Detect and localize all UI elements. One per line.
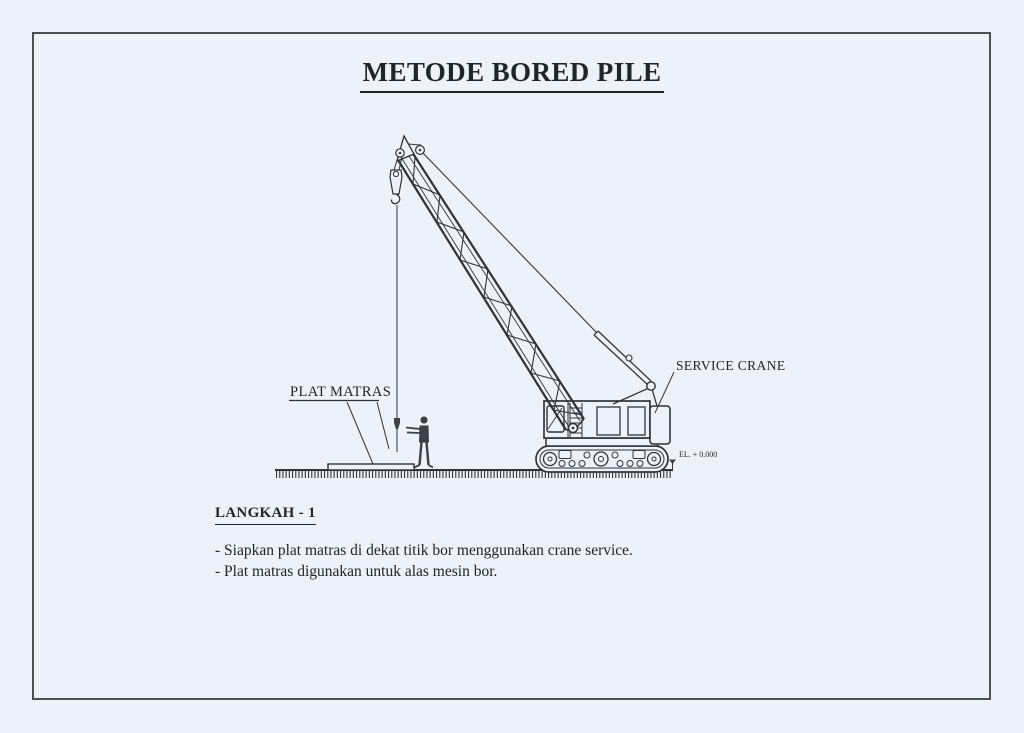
hook-block <box>389 156 403 452</box>
page-header: METODE BORED PILE <box>0 57 1024 93</box>
plat-matras-label: PLAT MATRAS <box>290 384 391 400</box>
crane-boom <box>395 134 585 434</box>
annotations: PLAT MATRAS SERVICE CRANE EL. + 0.000 <box>289 358 786 470</box>
service-crane-label: SERVICE CRANE <box>676 358 786 373</box>
step-item-2: - Plat matras digunakan untuk alas mesin… <box>215 563 498 580</box>
crawler-track <box>535 445 669 473</box>
step-heading: LANGKAH - 1 <box>215 505 316 525</box>
crane-body <box>543 400 671 447</box>
worker-figure <box>405 416 434 469</box>
step-section: LANGKAH - 1 - Siapkan plat matras di dek… <box>215 504 633 582</box>
plat-matras-plate <box>327 463 415 471</box>
border-frame <box>32 32 991 700</box>
page-title: METODE BORED PILE <box>359 57 665 93</box>
elevation-label: EL. + 0.000 <box>679 450 717 459</box>
step-item-1: - Siapkan plat matras di dekat titik bor… <box>215 542 633 559</box>
gantry-rigging <box>420 150 658 407</box>
